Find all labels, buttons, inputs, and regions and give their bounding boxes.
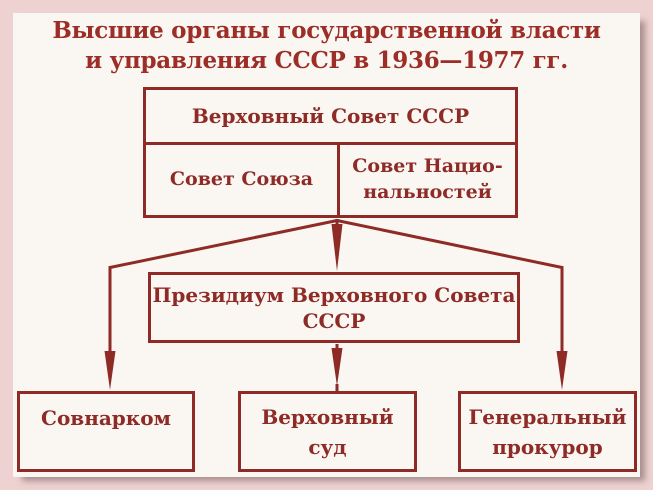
box-sovnarkom: Совнарком [17,391,195,472]
council-of-nationalities-line-1: Совет Нацио- [352,155,503,178]
title-line-2: и управления СССР в 1936—1977 гг. [85,46,568,74]
presidium-line-1: Президиум Верховного Совета [152,282,516,307]
supreme-soviet-label: Верховный Совет СССР [146,90,515,145]
title-line-1: Высшие органы государственной власти [52,17,601,44]
supreme-court-line-2: суд [308,434,347,459]
supreme-court-line-1: Верховный [261,404,394,429]
council-of-nationalities-line-2: нальностей [363,181,492,203]
presidium-line-2: СССР [302,308,366,333]
box-supreme-soviet: Верховный Совет СССР Совет Союза Совет Н… [143,87,518,218]
box-prosecutor-general: Генеральный прокурор [458,391,637,472]
box-council-of-nationalities: Совет Нацио- нальностей [340,145,515,215]
box-presidium: Президиум Верховного Совета СССР [148,272,520,343]
box-supreme-court: Верховный суд [238,391,417,472]
sovnarkom-label: Совнарком [41,406,171,430]
prosecutor-line-1: Генеральный [468,404,627,429]
prosecutor-line-2: прокурор [492,434,603,459]
slide-title: Высшие органы государственной власти и у… [13,16,640,76]
box-council-of-union: Совет Союза [146,145,340,215]
